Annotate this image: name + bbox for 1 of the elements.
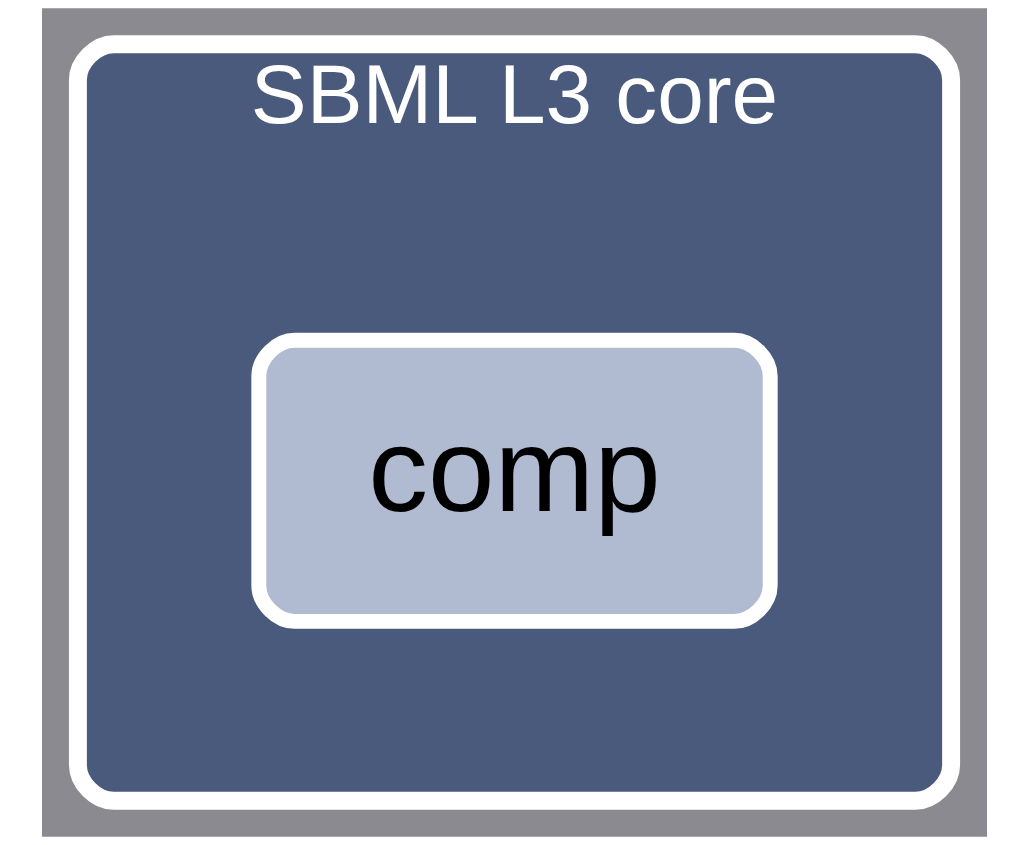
node-box: comp (251, 332, 778, 629)
